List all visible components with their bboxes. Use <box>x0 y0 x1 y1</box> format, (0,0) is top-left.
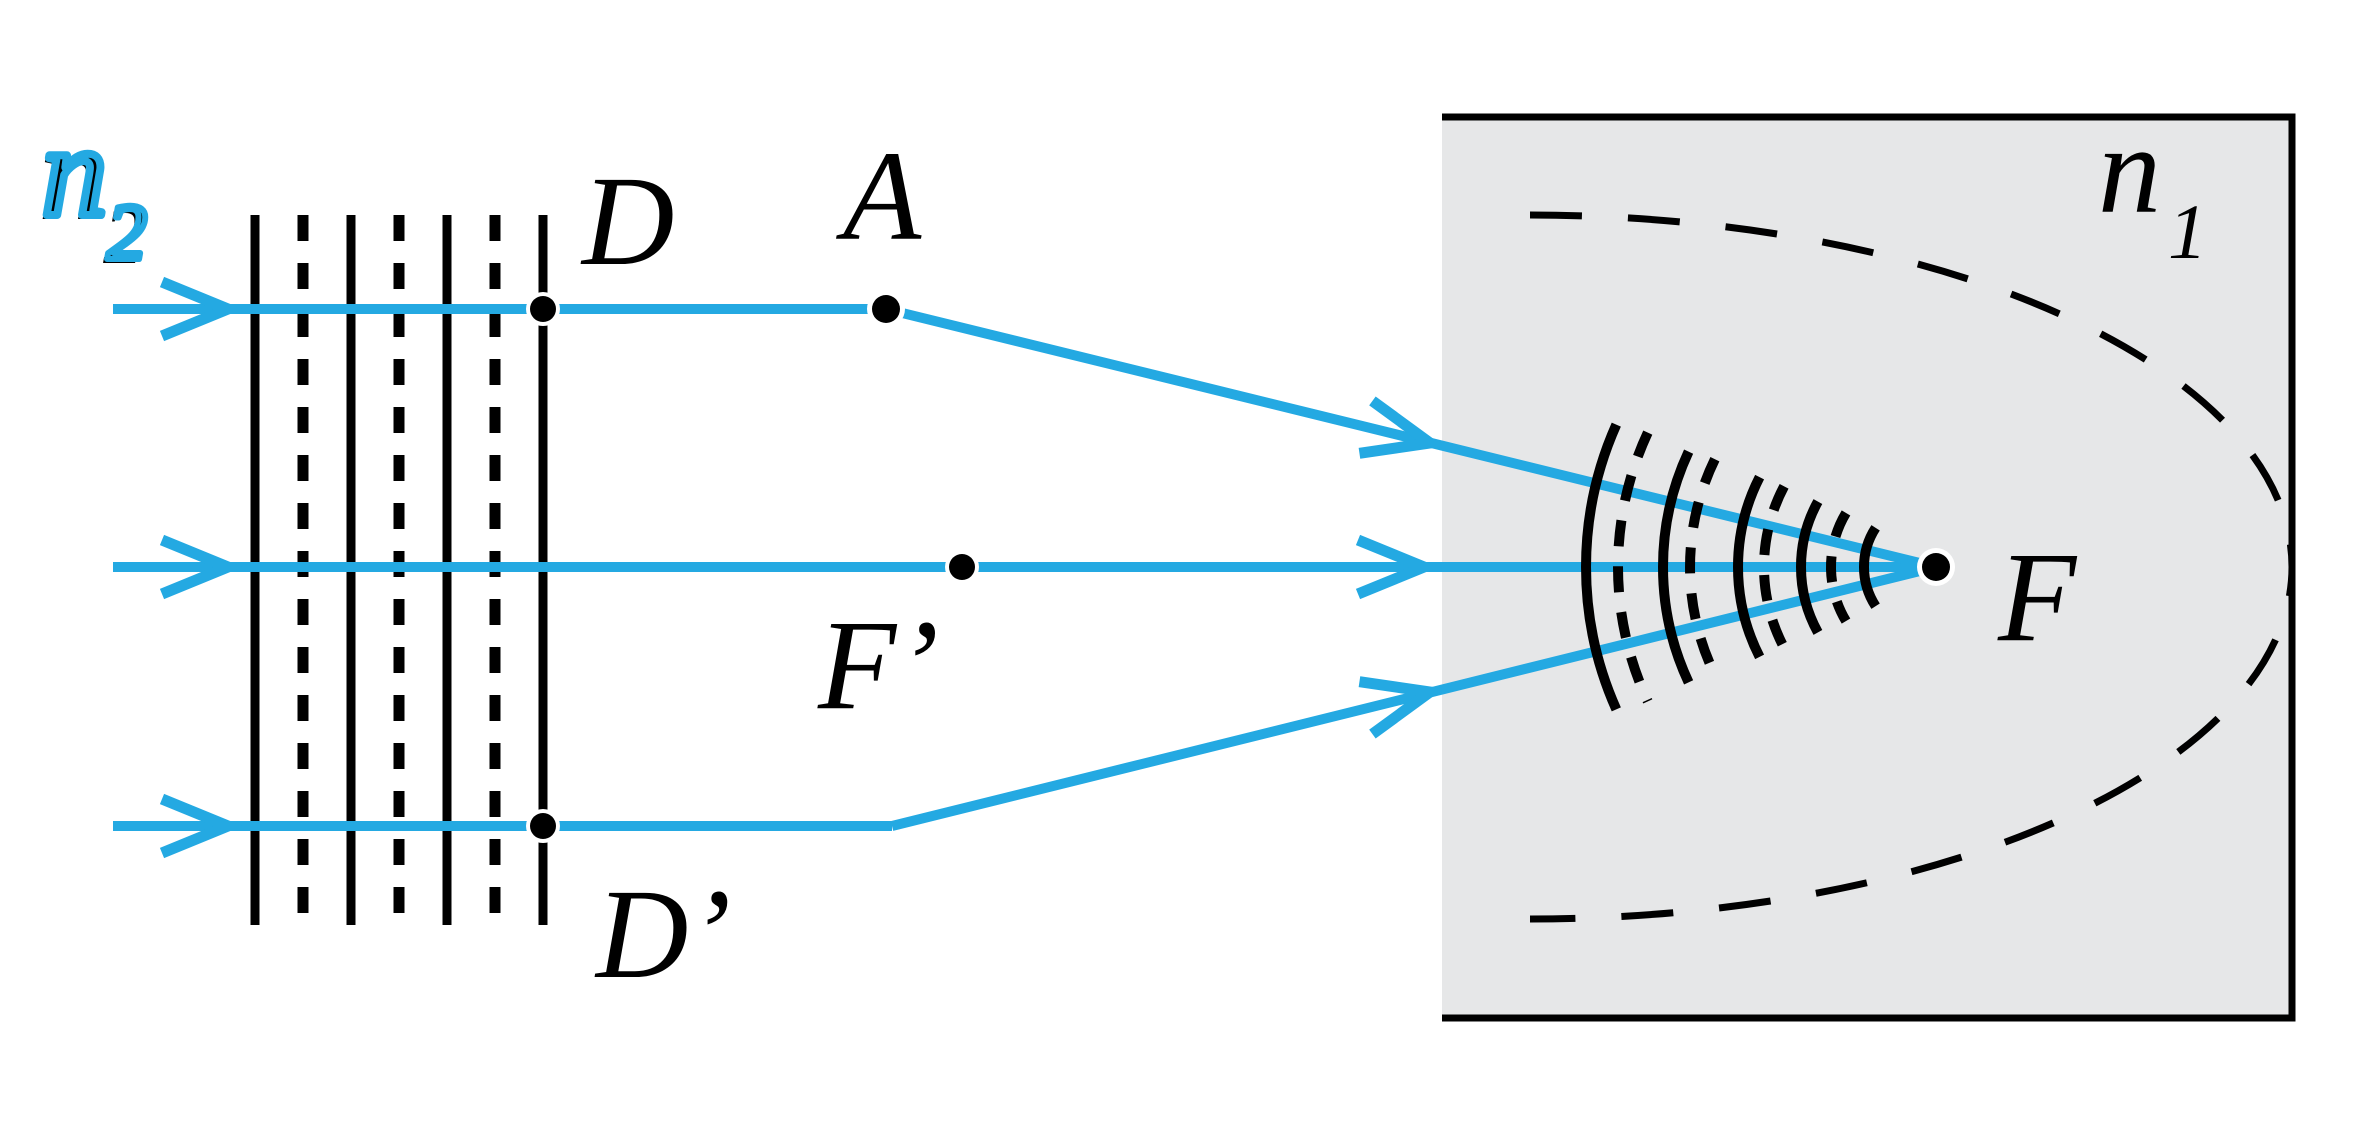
dot-A <box>872 295 900 323</box>
spherical-wavefront-solid <box>1581 422 1621 712</box>
label-A: A <box>836 125 922 267</box>
point-markers <box>526 290 1955 843</box>
label-F: F <box>1997 526 2078 668</box>
ray-arrowhead <box>159 534 243 600</box>
ray-arrowhead <box>159 793 243 859</box>
spherical-wavefront-solid <box>1733 474 1765 660</box>
label-n2-shadow: n <box>38 104 103 248</box>
label-n2: n n 2 2 <box>38 96 150 281</box>
refracted-ray <box>890 562 1938 831</box>
spherical-wavefront-dashed <box>1825 510 1851 624</box>
label-n2-base: n <box>42 100 107 244</box>
ray-arrowheads <box>159 276 1445 859</box>
dashed-ellipse-continuation <box>1529 211 2296 923</box>
label-D: D <box>580 150 674 292</box>
spherical-wavefront-solid <box>1858 525 1880 609</box>
label-F-prime: F’ <box>817 594 939 736</box>
label-n2-sub: 2 <box>107 189 147 277</box>
label-n1-sub: 1 <box>2168 188 2207 275</box>
label-n1: n 1 <box>2098 101 2207 275</box>
label-n2-sub-shadow: 2 <box>103 193 143 281</box>
dot-D <box>530 296 556 322</box>
dot-F-prime <box>949 554 975 580</box>
ray-arrowhead <box>1355 534 1439 600</box>
spherical-wavefront-dashed <box>1613 430 1653 704</box>
label-D-prime: D’ <box>594 863 731 1005</box>
ray-arrowhead <box>1358 396 1445 459</box>
dashed-oval-arc <box>1529 211 2296 923</box>
spherical-wavefront-dashed <box>1685 457 1720 677</box>
ray-arrowhead <box>1358 676 1445 739</box>
spherical-wavefront-solid <box>1796 499 1823 635</box>
dot-D-prime <box>530 813 556 839</box>
spherical-wavefronts <box>1581 422 1880 712</box>
refracted-ray <box>884 304 1938 572</box>
ray-arrowhead <box>159 276 243 342</box>
spherical-wavefront-dashed <box>1758 483 1789 651</box>
spherical-wavefront-solid <box>1658 449 1694 685</box>
dot-F <box>1922 553 1950 581</box>
label-n1-base: n <box>2098 101 2161 240</box>
